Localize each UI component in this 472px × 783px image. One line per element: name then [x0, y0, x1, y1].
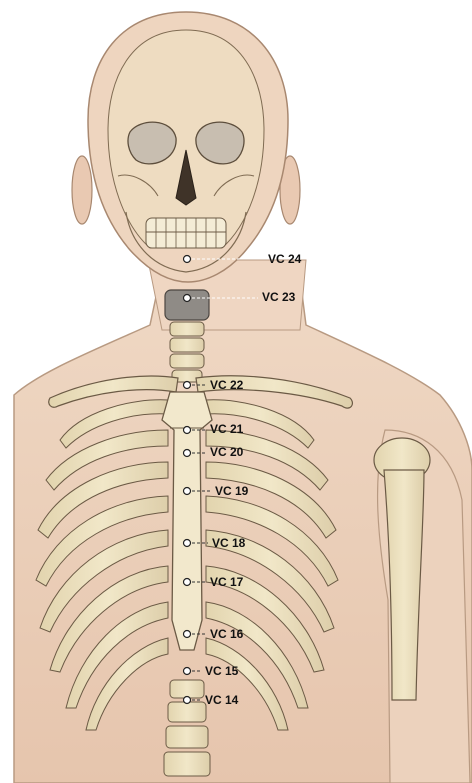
head: [72, 12, 300, 282]
acupoint-marker: [184, 295, 191, 302]
point-label-vc19: VC 19: [215, 484, 248, 498]
point-label-vc24: VC 24: [268, 252, 301, 266]
point-label-vc22: VC 22: [210, 378, 243, 392]
point-label-vc15: VC 15: [205, 664, 238, 678]
acupoint-marker: [184, 697, 191, 704]
acupoint-marker: [184, 450, 191, 457]
lower-spine: [164, 680, 210, 776]
acupoint-marker: [184, 668, 191, 675]
acupoint-marker: [184, 579, 191, 586]
acupoint-marker: [184, 427, 191, 434]
point-label-vc16: VC 16: [210, 627, 243, 641]
point-label-vc21: VC 21: [210, 422, 243, 436]
point-label-vc18: VC 18: [212, 536, 245, 550]
acupoint-marker: [184, 540, 191, 547]
point-label-vc23: VC 23: [262, 290, 295, 304]
point-label-vc20: VC 20: [210, 445, 243, 459]
acupoint-marker: [184, 631, 191, 638]
point-label-vc17: VC 17: [210, 575, 243, 589]
acupoint-marker: [184, 382, 191, 389]
point-label-vc14: VC 14: [205, 693, 238, 707]
acupoint-marker: [184, 256, 191, 263]
acupoint-marker: [184, 488, 191, 495]
